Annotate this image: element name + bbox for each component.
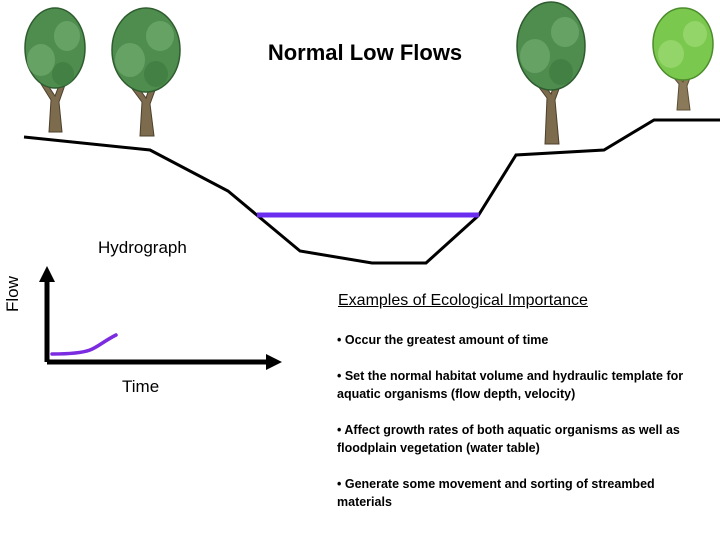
list-item: • Occur the greatest amount of time — [337, 333, 549, 347]
list-item: • Affect growth rates of both aquatic or… — [337, 423, 680, 455]
tree-icon — [652, 7, 714, 111]
importance-heading: Examples of Ecological Importance — [338, 292, 588, 309]
x-axis-label: Time — [122, 377, 160, 396]
tree-icon — [24, 7, 86, 133]
tree-icon — [516, 1, 586, 145]
list-item: • Generate some movement and sorting of … — [337, 477, 655, 509]
page-title: Normal Low Flows — [267, 40, 463, 65]
list-item: • Set the normal habitat volume and hydr… — [337, 369, 684, 401]
hydrograph-title: Hydrograph — [98, 238, 187, 257]
channel-profile — [23, 118, 720, 265]
importance-list: • Occur the greatest amount of time • Se… — [337, 331, 712, 529]
hydrograph-axes — [39, 266, 282, 370]
y-axis-label: Flow — [3, 276, 22, 312]
tree-icon — [111, 7, 181, 137]
hydrograph-line — [50, 333, 118, 356]
